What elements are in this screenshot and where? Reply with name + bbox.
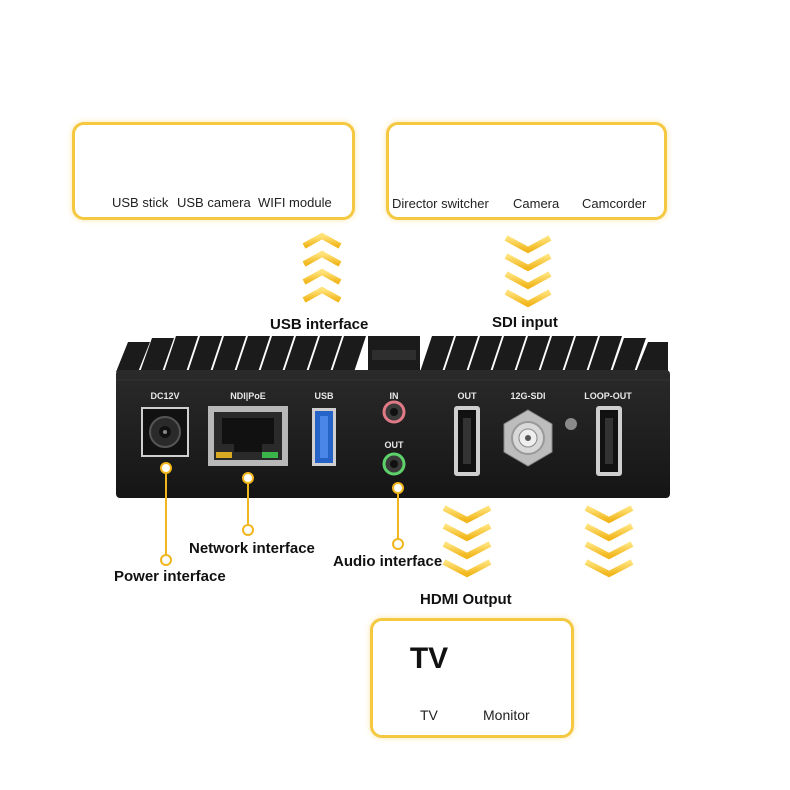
sdi-input-label: SDI input [492,314,558,331]
sdi-devices-box [386,122,667,220]
usb-item-usb-camera: USB camera [177,195,251,210]
hdmi-output-label: HDMI Output [420,591,512,608]
audio-out-jack [382,452,406,476]
audio-interface-label: Audio interface [333,553,443,570]
hdmi-item-tv: TV [420,707,438,723]
power-interface-label: Power interface [114,568,226,585]
device-top-latch [372,350,416,360]
usb-arrow-icon [302,232,342,303]
hdmi-loop-port [596,406,622,476]
port-label-usb: USB [314,391,334,401]
port-label-dc12v: DC12V [150,391,180,401]
port-label-audio-out: OUT [384,440,404,450]
sdi-item-director-switcher: Director switcher [392,196,489,211]
hdmi-item-monitor: Monitor [483,707,530,723]
hdmi-out-arrow-icon [442,505,492,578]
usb-devices-box [72,122,355,220]
hdmi-out-port [454,406,480,476]
port-label-audio-in: IN [389,391,399,401]
sdi-item-camcorder: Camcorder [582,196,647,211]
sdi-item-camera: Camera [513,196,560,211]
usb-port [312,408,336,466]
rj45-port [208,406,288,466]
port-label-ndi-poe: NDI|PoE [230,391,266,401]
sdi-bnc-port [503,409,577,467]
dc-power-port [141,407,189,457]
usb-item-usb-stick: USB stick [112,195,169,210]
audio-in-jack [382,400,406,424]
sdi-arrow-icon [504,235,552,308]
usb-item-wifi-module: WIFI module [258,195,332,210]
hdmi-loop-arrow-icon [584,505,634,578]
port-label-hdmi-out: OUT [457,391,477,401]
device-body [116,370,670,498]
device-heatsink [116,336,668,372]
port-label-12g-sdi: 12G-SDI [510,391,546,401]
usb-interface-label: USB interface [270,316,369,333]
port-label-loop-out: LOOP-OUT [584,391,632,401]
callout-lines [160,462,404,566]
hdmi-devices-box [370,618,574,738]
network-interface-label: Network interface [189,540,315,557]
tv-screen-text: TV [409,642,449,675]
